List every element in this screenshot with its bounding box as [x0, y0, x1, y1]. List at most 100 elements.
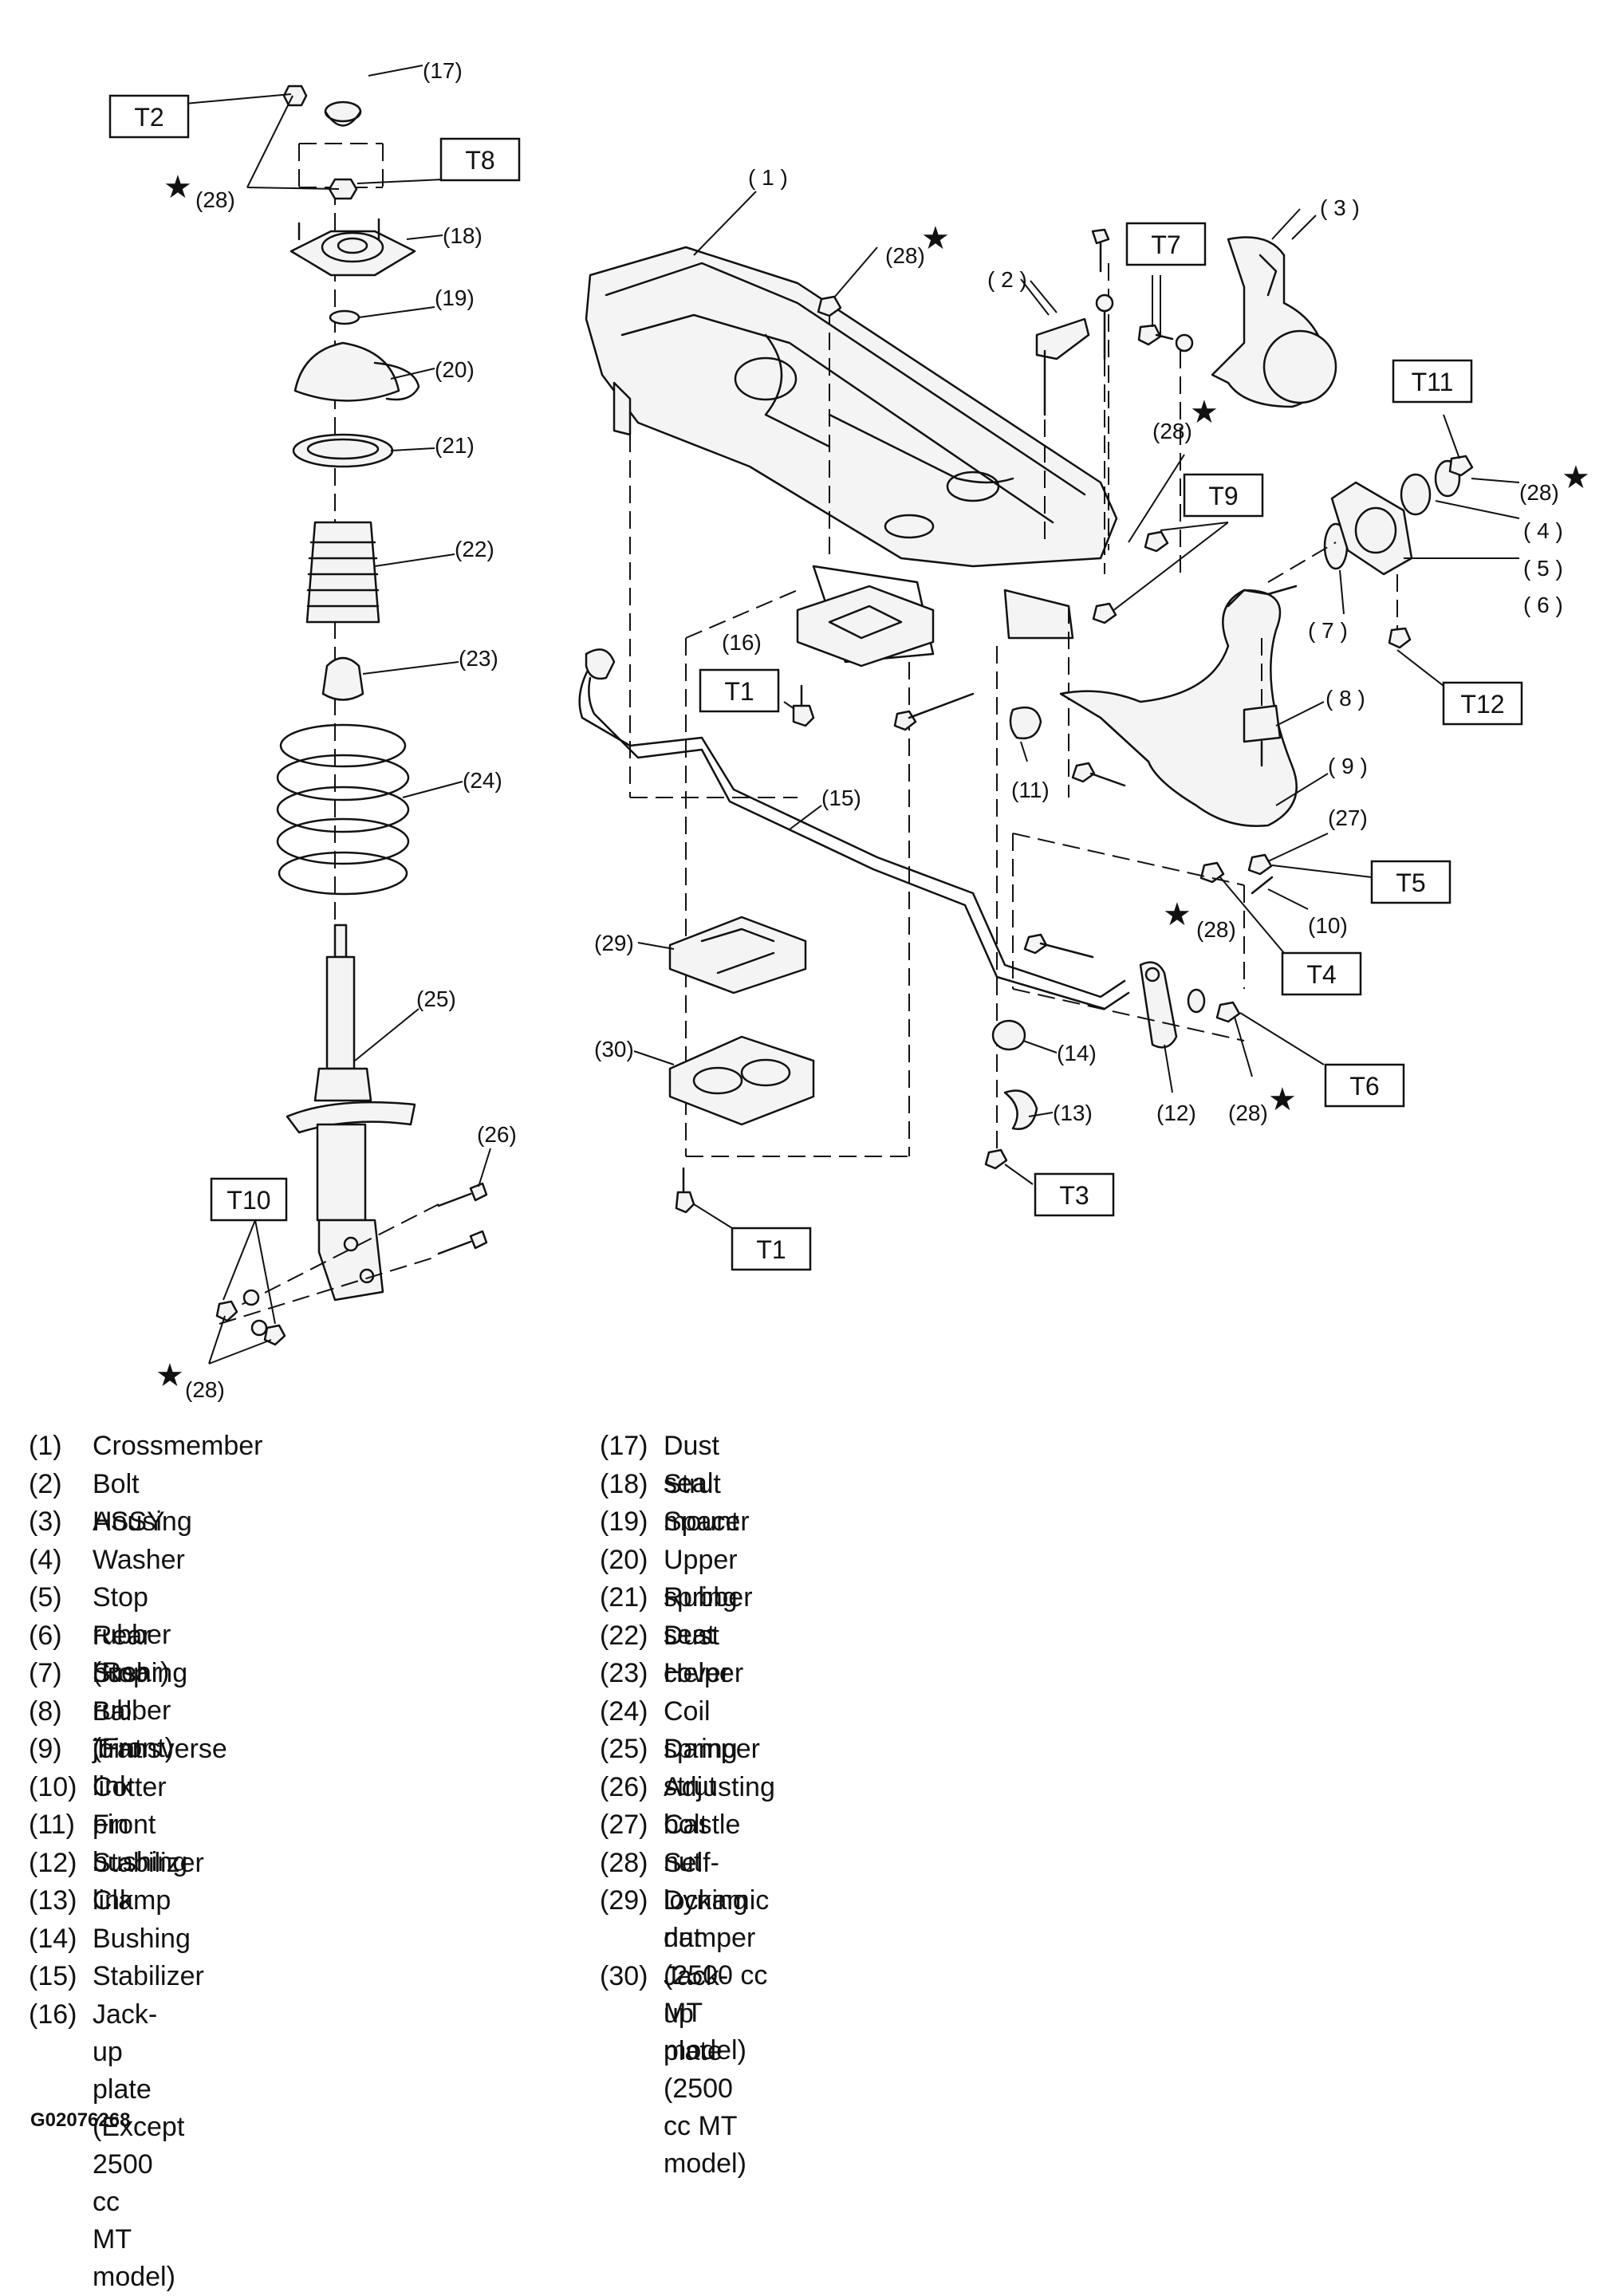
torque-box-t2: T2 — [108, 94, 190, 139]
svg-text:T2: T2 — [134, 103, 163, 132]
legend-item-text: Crossmember — [93, 1431, 263, 1461]
torque-box-t6: T6 — [1324, 1063, 1405, 1108]
clamp-13 — [1003, 1089, 1038, 1130]
callout-5: ( 5 ) — [1523, 556, 1563, 581]
stabilizer-link-12 — [1139, 961, 1178, 1049]
legend-item: (15) Stabilizer — [29, 1958, 204, 1995]
link-long-bolt — [1023, 933, 1094, 959]
legend-item-text: Damper strut — [664, 1734, 760, 1802]
legend-item-text: Coil spring — [664, 1695, 738, 1764]
legend-item-number: (26) — [600, 1771, 648, 1802]
dynamic-damper-29 — [668, 916, 807, 994]
legend-item-number: (28) — [600, 1847, 648, 1878]
legend-item-number: (3) — [29, 1506, 62, 1537]
callout-14: (14) — [1057, 1041, 1097, 1065]
callout-28-d: (28) — [1152, 419, 1192, 443]
legend-item: (5)Stop rubber (Rear) — [29, 1579, 171, 1691]
legend-item-text: Castle nut — [664, 1810, 741, 1877]
jack-plate-bolt-bottom — [675, 1191, 695, 1214]
legend-item: (20)Upper spring seat — [600, 1542, 738, 1654]
callout-9: ( 9 ) — [1328, 754, 1368, 778]
legend-item: (10)Cotter pin — [29, 1769, 167, 1844]
legend-item-number: (18) — [600, 1468, 648, 1499]
legend-item-text: Strut mount — [664, 1468, 739, 1537]
callout-28-e: (28) — [1519, 480, 1559, 505]
legend-item-text: Dynamic damper (2500 cc MT model) — [664, 1885, 770, 2066]
torque-box-t11: T11 — [1392, 359, 1473, 404]
callout-15: (15) — [821, 786, 861, 810]
legend-item-text: Housing — [93, 1506, 192, 1537]
legend-item-number: (9) — [29, 1734, 62, 1764]
torque-box-t1-upper: T1 — [699, 668, 780, 713]
legend-item-text: Self-locking nut — [664, 1847, 748, 1953]
legend-item: (4)Washer — [29, 1542, 185, 1579]
callout-7: ( 7 ) — [1308, 618, 1348, 643]
legend-item-number: (29) — [600, 1885, 648, 1916]
legend-item: (16)Jack-up plate (Except 2500 cc MT mod… — [29, 1996, 184, 2296]
housing-bolt — [1137, 324, 1194, 352]
legend-item-number: (15) — [29, 1961, 77, 1991]
callout-4: ( 4 ) — [1523, 518, 1563, 543]
callout-25: (25) — [416, 987, 456, 1011]
svg-text:T11: T11 — [1412, 368, 1454, 396]
castle-nut-27 — [1247, 853, 1273, 876]
callout-28-c: (28) — [885, 243, 925, 268]
self-locking-nut-t9-b — [1092, 602, 1117, 624]
strut-mount-18 — [290, 218, 416, 277]
strut-assembly — [215, 85, 488, 1346]
jack-up-plate-30 — [668, 1035, 815, 1126]
torque-box-t10: T10 — [210, 1177, 288, 1222]
legend-item: (30)Jack-up plate (2500 cc MT model) — [600, 1958, 746, 2183]
legend-item-number: (17) — [600, 1431, 648, 1461]
figure-code: G02076268 — [30, 2109, 131, 2131]
callout-18: (18) — [443, 223, 483, 248]
legend-item-text: Spacer — [664, 1506, 750, 1537]
crossmember-1 — [585, 246, 1118, 664]
svg-text:T4: T4 — [1306, 960, 1336, 989]
legend-item-text: Bushing — [93, 1923, 191, 1954]
callout-11: (11) — [1011, 778, 1050, 802]
callout-27: (27) — [1328, 805, 1368, 830]
legend-item-number: (23) — [600, 1658, 648, 1688]
parts-legend: (1)Crossmember(2)Bolt ASSY(3)Housing(4)W… — [0, 1428, 1611, 2292]
legend-item-number: (4) — [29, 1544, 62, 1575]
legend-item-text: Stabilizer — [93, 1961, 204, 1991]
bolt-assy-2 — [1035, 228, 1114, 416]
callout-21: (21) — [435, 433, 475, 458]
legend-item-number: (27) — [600, 1810, 648, 1840]
ball-joint-8 — [1243, 704, 1282, 767]
legend-item-number: (6) — [29, 1620, 62, 1651]
legend-item-text: Adjusting bolt — [664, 1771, 775, 1840]
star-icon: ★ — [1268, 1082, 1297, 1117]
torque-box-t8: T8 — [439, 137, 521, 182]
self-locking-nut-t9-a — [1144, 530, 1169, 553]
legend-item-text: Dust seal — [664, 1431, 719, 1499]
legend-item: (25)Damper strut — [600, 1731, 760, 1806]
legend-item: (8)Ball joint — [29, 1693, 142, 1768]
link-bolt — [1071, 762, 1126, 787]
legend-item-text: Rubber seat — [664, 1582, 753, 1650]
callout-28-a: (28) — [195, 187, 235, 212]
legend-item-number: (10) — [29, 1771, 77, 1802]
callout-29: (29) — [594, 931, 634, 955]
callout-19: (19) — [435, 286, 475, 310]
jack-plate-bolts — [792, 684, 975, 731]
legend-item: (6)Rear bushing — [29, 1617, 187, 1692]
washer-link — [1187, 988, 1206, 1014]
callout-13: (13) — [1053, 1101, 1093, 1125]
legend-item-number: (5) — [29, 1582, 62, 1613]
callout-28-b: (28) — [185, 1377, 225, 1402]
svg-text:T5: T5 — [1396, 868, 1425, 897]
svg-text:T8: T8 — [465, 146, 494, 175]
legend-item: (12)Stabilizer link — [29, 1845, 204, 1920]
strut-leaders — [184, 65, 491, 1365]
star-icon: ★ — [921, 221, 950, 256]
torque-box-t4: T4 — [1281, 951, 1362, 996]
torque-box-t1-lower: T1 — [731, 1227, 812, 1271]
legend-item: (13)Clamp — [29, 1882, 171, 1920]
torque-box-t9: T9 — [1183, 473, 1264, 518]
legend-item-text: Ball joint — [93, 1695, 143, 1764]
dust-cover-22 — [305, 521, 380, 624]
self-locking-nut-crossmember — [817, 295, 842, 317]
torque-box-t12: T12 — [1442, 681, 1523, 726]
